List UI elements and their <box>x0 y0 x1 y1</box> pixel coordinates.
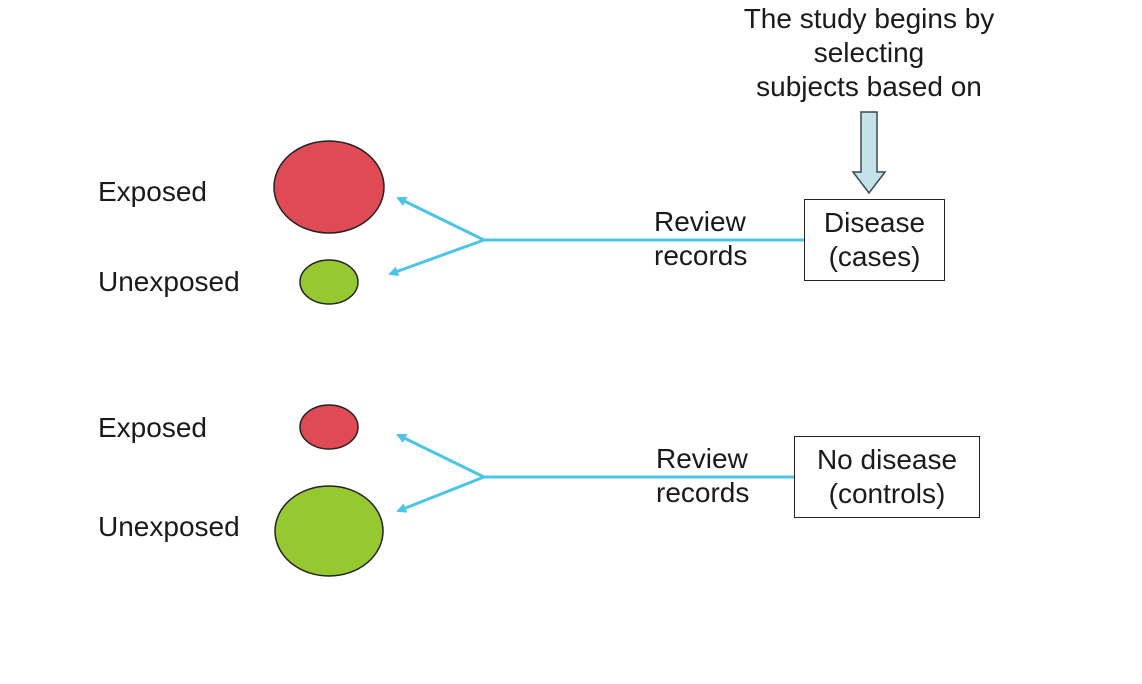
disease-box-line-1: Disease <box>823 207 926 238</box>
controls-unexposed-label: Unexposed <box>98 511 240 542</box>
down-arrow-icon <box>851 111 887 195</box>
controls-exposed-label: Exposed <box>98 412 207 443</box>
controls-review-line-2: records <box>656 477 750 508</box>
cases-review-line-2: records <box>654 240 748 271</box>
controls-arrow-to-unexposed <box>396 475 485 513</box>
controls-arrow-to-exposed <box>396 433 485 479</box>
cases-arrow-to-unexposed <box>388 238 485 276</box>
header-text: The study begins by selecting subjects b… <box>718 2 1020 104</box>
cases-exposed-circle <box>273 140 385 234</box>
cases-review-line-1: Review <box>654 206 746 237</box>
cases-unexposed-label: Unexposed <box>98 266 240 297</box>
cases-exposed-label: Exposed <box>98 176 207 207</box>
disease-cases-box: Disease (cases) <box>804 199 945 281</box>
controls-unexposed-circle <box>274 485 384 577</box>
no-disease-controls-box: No disease (controls) <box>794 436 980 518</box>
no-disease-box-line-2: (controls) <box>828 478 946 509</box>
no-disease-box-line-1: No disease <box>816 444 958 475</box>
controls-exposed-circle <box>299 404 359 450</box>
cases-unexposed-circle <box>299 259 359 305</box>
header-line-2: selecting <box>813 37 925 68</box>
cases-arrow-to-exposed <box>396 196 485 242</box>
header-line-1: The study begins by <box>743 3 995 34</box>
header-line-3: subjects based on <box>756 71 982 102</box>
cases-review-records: Review records <box>654 205 747 273</box>
controls-review-line-1: Review <box>656 443 748 474</box>
disease-box-line-2: (cases) <box>828 241 921 272</box>
controls-review-records: Review records <box>656 442 749 510</box>
